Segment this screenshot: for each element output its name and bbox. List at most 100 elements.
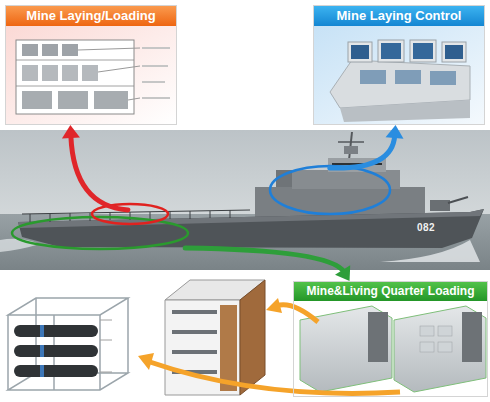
- note-mark: [142, 81, 165, 83]
- connector-arrow: [185, 248, 350, 281]
- bunk: [172, 330, 217, 334]
- rail-post: [190, 211, 191, 219]
- hold-block: [58, 91, 88, 109]
- mine-rack: [62, 44, 78, 56]
- flow-arrows: [138, 298, 400, 393]
- frame-post: [127, 298, 129, 373]
- ship-photo-box: 082: [0, 130, 490, 270]
- flow-arrow: [276, 305, 318, 322]
- console-screen: [430, 71, 456, 85]
- arrow-head: [266, 298, 282, 313]
- gun-turret: [430, 200, 450, 211]
- mine-rack: [22, 44, 38, 56]
- mine-band: [40, 325, 44, 337]
- sky: [0, 130, 490, 218]
- hold-block: [22, 91, 52, 109]
- note-mark: [142, 47, 170, 49]
- arrow-head: [335, 265, 350, 281]
- console-screen: [395, 70, 421, 84]
- panel-title: Mine&Living Quarter Loading: [294, 282, 487, 301]
- module-block: [368, 312, 388, 362]
- rail-post: [170, 211, 171, 219]
- leader-line: [98, 66, 140, 72]
- titled-panel: Mine Laying Control: [313, 5, 485, 125]
- titled-panel: Mine Laying/Loading: [5, 5, 177, 125]
- frame: [8, 298, 128, 390]
- connector-line: [330, 136, 395, 168]
- mine-band: [40, 345, 44, 357]
- connector-line: [71, 136, 128, 210]
- console-frame: [442, 42, 466, 62]
- mine-rack: [22, 65, 38, 81]
- frame-top: [8, 298, 128, 315]
- console-frame: [410, 40, 436, 62]
- rail-post: [230, 210, 231, 218]
- module-block: [462, 312, 482, 362]
- mine-rack-frame: [8, 298, 128, 390]
- module-side: [240, 280, 265, 395]
- note-mark: [142, 65, 168, 67]
- connector-line: [185, 248, 343, 272]
- flow-arrow: [150, 362, 400, 393]
- mine-rack: [42, 65, 58, 81]
- control-console: [314, 25, 484, 124]
- hold-block: [94, 91, 128, 109]
- mast-yard: [338, 141, 364, 143]
- connector-arrow: [330, 125, 404, 168]
- panel-title: Mine Laying Control: [314, 6, 484, 26]
- door-wall: [220, 305, 237, 391]
- mine-rack: [42, 44, 58, 56]
- leader-line: [100, 340, 112, 341]
- highlight-ellipse: [12, 217, 188, 249]
- leader-line: [100, 372, 112, 373]
- arrow-head: [62, 125, 80, 138]
- rail-post: [210, 211, 211, 218]
- arrow-head: [138, 353, 154, 370]
- leader-lines: [78, 48, 170, 100]
- arrow-head: [386, 125, 404, 139]
- hull: [18, 209, 484, 248]
- rail: [22, 210, 250, 214]
- console-screen: [351, 45, 369, 59]
- leader-lines: [100, 320, 112, 372]
- loading-schematic: [6, 25, 176, 124]
- panel-backdrop: [314, 25, 484, 124]
- mine-rack: [62, 65, 78, 81]
- mine-rack: [82, 65, 98, 81]
- mine: [14, 345, 98, 357]
- rail-post: [30, 214, 31, 222]
- gun-barrel: [448, 197, 468, 203]
- ship-photo: [0, 130, 490, 270]
- leader-line: [128, 98, 140, 100]
- panel-backdrop: [6, 25, 176, 124]
- hull-number: 082: [417, 222, 435, 233]
- cell: [438, 326, 452, 336]
- highlight-ellipse: [92, 204, 168, 224]
- deck-line: [16, 60, 134, 61]
- mine: [14, 365, 98, 377]
- console-screen: [445, 45, 463, 59]
- leader-line: [78, 48, 140, 50]
- frame-post: [7, 315, 9, 390]
- console-frame: [348, 42, 372, 62]
- module-cells: [420, 326, 452, 352]
- cell: [420, 326, 434, 336]
- deck-line: [16, 86, 134, 87]
- bunk: [172, 350, 217, 354]
- console-desk: [330, 60, 470, 108]
- deck-edge: [18, 209, 484, 228]
- titled-panel: Mine&Living Quarter Loading: [293, 281, 488, 397]
- radar: [344, 146, 358, 154]
- mine: [14, 325, 98, 337]
- connector-arrow: [62, 125, 128, 210]
- console-screen: [381, 43, 401, 59]
- deck-section: [16, 40, 134, 114]
- console-frame: [378, 40, 404, 62]
- console-screen: [360, 70, 386, 84]
- frame-post: [99, 315, 101, 390]
- bunk: [172, 310, 217, 314]
- panel-title: Mine Laying/Loading: [6, 6, 176, 26]
- cell: [438, 342, 452, 352]
- cell: [420, 342, 434, 352]
